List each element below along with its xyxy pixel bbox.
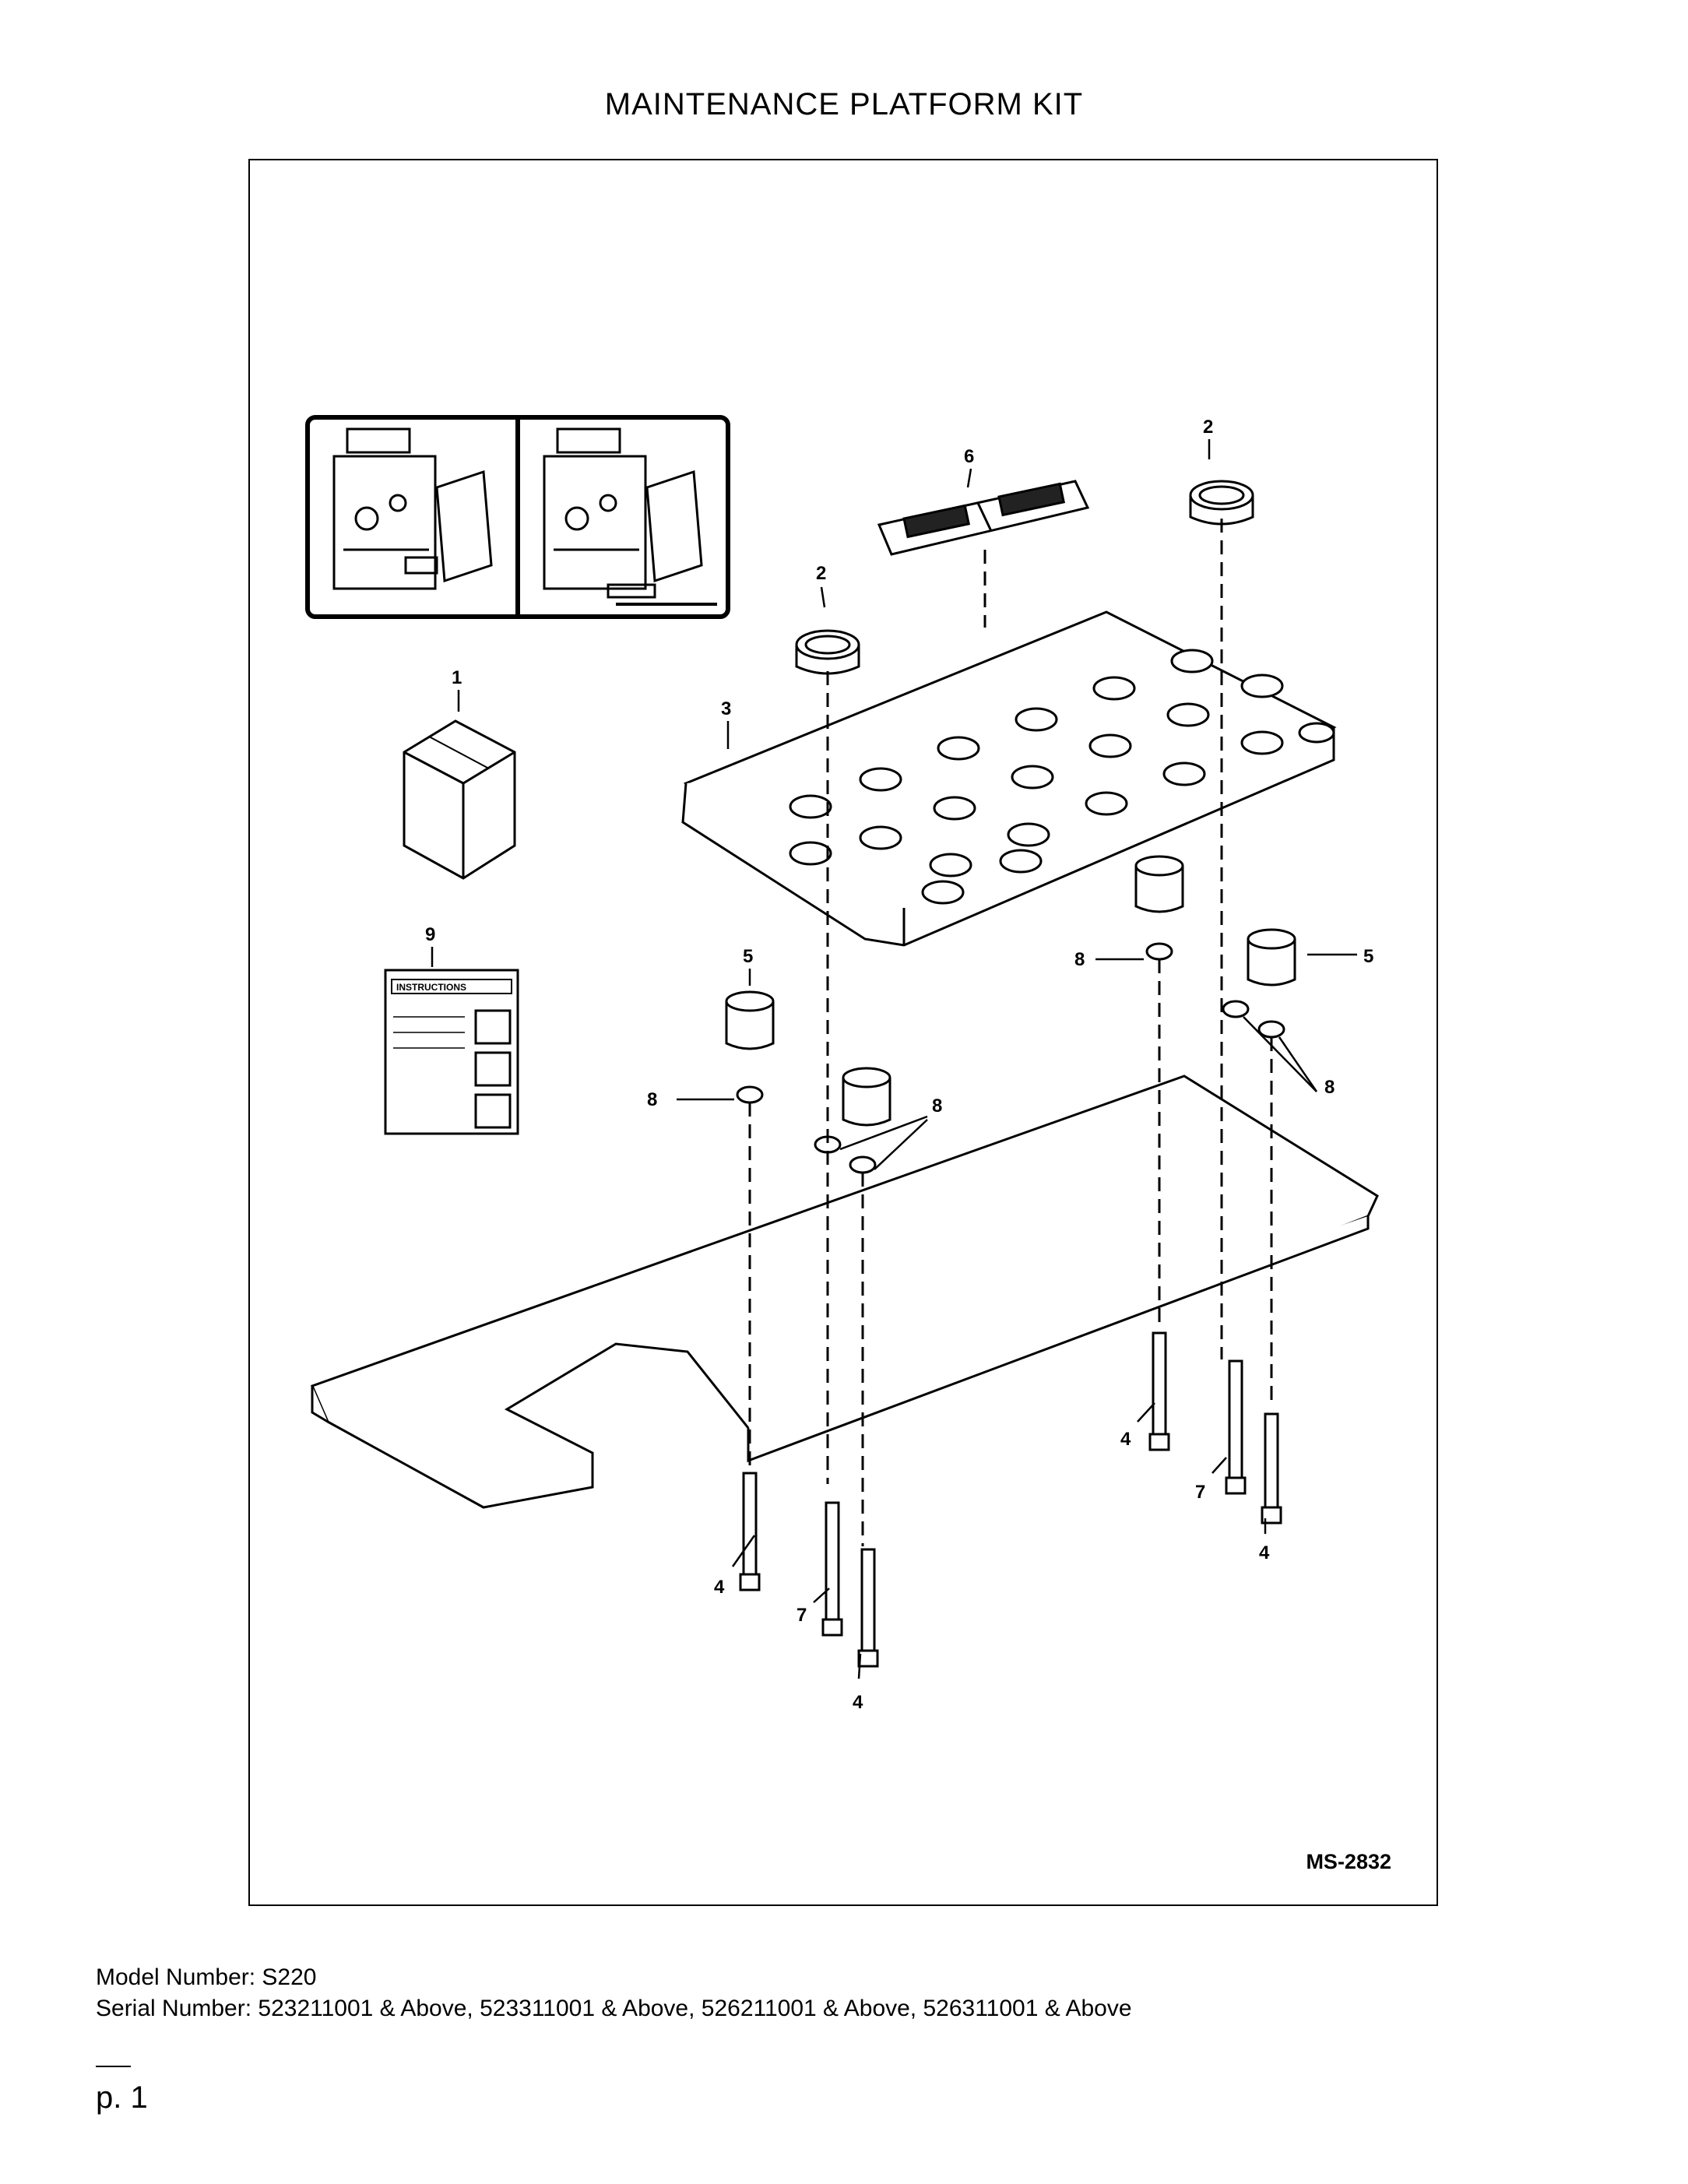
- callout-7-a: 7: [797, 1605, 807, 1626]
- callout-8-d: 8: [1324, 1077, 1335, 1098]
- step-plate-holes: [789, 649, 1335, 905]
- callout-4-b: 4: [853, 1692, 863, 1713]
- callout-6: 6: [964, 446, 974, 467]
- model-serial-block: Model Number: S220 Serial Number: 523211…: [96, 1962, 1132, 2024]
- callout-labels: 1 2 2 3 4 4 4 4 5 5 6 7 7 8 8 8 8 9: [425, 417, 1373, 1713]
- decals: [877, 480, 1090, 556]
- callout-4-a: 4: [714, 1577, 725, 1598]
- leader-lines: [431, 439, 1357, 1679]
- drawing-code: MS-2832: [1306, 1850, 1391, 1873]
- model-number: Model Number: S220: [96, 1964, 317, 1990]
- step-plate: [681, 610, 1337, 947]
- callout-4-d: 4: [1259, 1542, 1270, 1563]
- instructions-sheet-label: INSTRUCTIONS: [396, 982, 466, 993]
- callout-3: 3: [721, 698, 731, 719]
- callout-4-c: 4: [1120, 1429, 1131, 1450]
- callout-1: 1: [452, 667, 462, 688]
- knob-right: [1189, 480, 1254, 526]
- callout-8-a: 8: [647, 1089, 657, 1110]
- assembly-lines: [748, 519, 1273, 1546]
- installation-inset: [305, 415, 730, 619]
- callout-9: 9: [425, 924, 435, 945]
- base-platform: [310, 1074, 1379, 1509]
- callout-2-left: 2: [816, 563, 826, 584]
- page-title: MAINTENANCE PLATFORM KIT: [604, 87, 1084, 121]
- callout-7-b: 7: [1195, 1482, 1205, 1503]
- callout-5-left: 5: [743, 946, 753, 967]
- kit-box: [403, 719, 516, 880]
- callout-8-c: 8: [932, 1096, 942, 1117]
- parts-diagram-frame: INSTRUCTIONS: [248, 159, 1438, 1906]
- bolts: [739, 1331, 1282, 1668]
- knob-left: [795, 629, 860, 675]
- callout-5-right: 5: [1363, 946, 1373, 967]
- parts-diagram: INSTRUCTIONS: [305, 415, 1379, 1713]
- callout-8-b: 8: [1074, 949, 1085, 970]
- page-rule: [96, 2066, 131, 2067]
- page-number: p. 1: [96, 2080, 148, 2115]
- serial-number: Serial Number: 523211001 & Above, 523311…: [96, 1996, 1132, 2021]
- callout-2-right: 2: [1203, 417, 1213, 438]
- instructions-sheet: [384, 969, 519, 1135]
- bumpers: [725, 855, 1296, 1127]
